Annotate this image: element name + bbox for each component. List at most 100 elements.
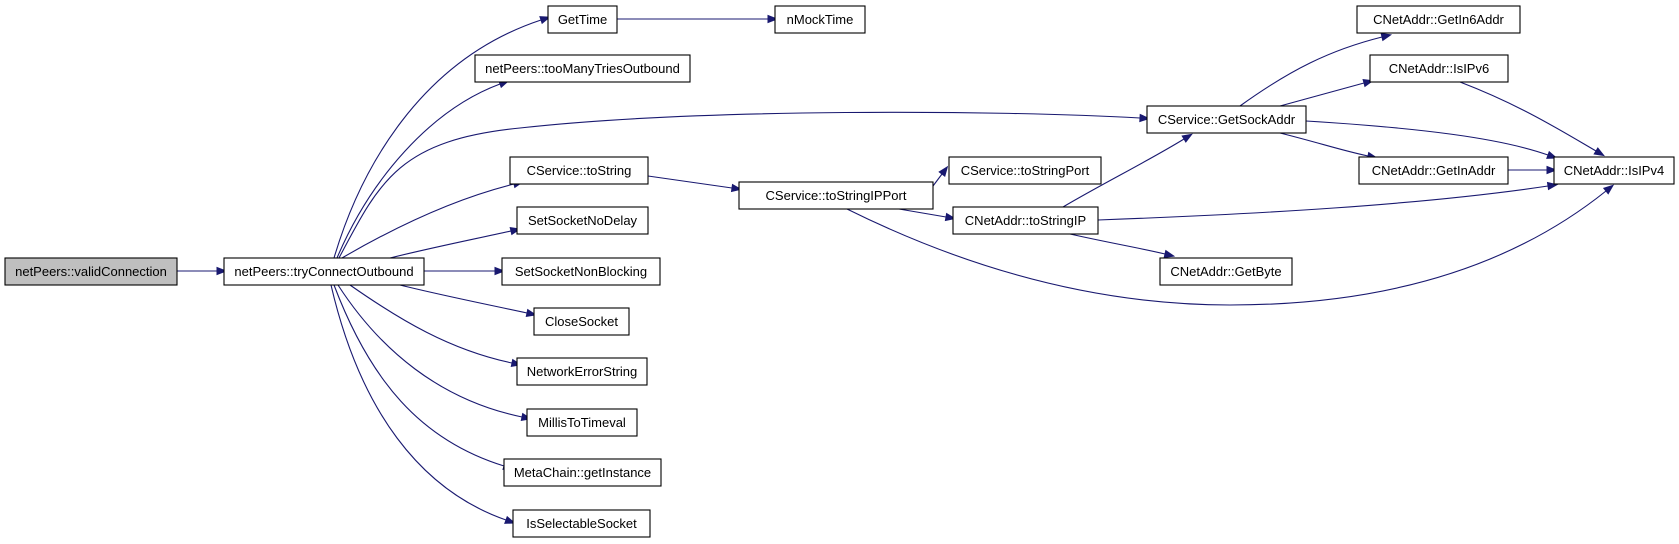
edge-line [330,284,507,521]
node-box [1358,156,1509,185]
edge-line [336,83,501,259]
edge-line [1097,185,1549,221]
node-cnetaddr-getbyte[interactable]: CNetAddr::GetByte [1159,257,1293,286]
edge-try_connect_outbound-to-cservice_tostring [341,180,525,259]
arrowhead [525,308,538,318]
node-cservice-tostringipport[interactable]: CService::toStringIPPort [738,181,934,210]
node-label: NetworkErrorString [527,364,638,379]
edge-cservice_getsockaddr-to-cnetaddr_isipv6 [1279,79,1375,107]
node-box [738,181,934,210]
edge-line [333,284,505,467]
node-cnetaddr-getin6addr[interactable]: CNetAddr::GetIn6Addr [1356,5,1521,34]
node-label: CNetAddr::IsIPv4 [1564,163,1664,178]
node-too-many-tries-outbound[interactable]: netPeers::tooManyTriesOutbound [474,54,691,83]
edge-line [846,190,1607,306]
edge-try_connect_outbound-to-get_time [333,16,551,259]
edge-line [1239,36,1383,107]
node-box [952,206,1099,235]
node-millis-to-timeval[interactable]: MillisToTimeval [526,408,638,437]
arrowhead [504,515,516,524]
arrowhead [539,16,551,25]
node-set-socket-no-delay[interactable]: SetSocketNoDelay [516,206,649,235]
node-try-connect-outbound[interactable]: netPeers::tryConnectOutbound [223,257,425,286]
edge-try_connect_outbound-to-millis_to_timeval [337,284,533,422]
edge-line [399,284,528,314]
node-label: CNetAddr::GetInAddr [1372,163,1496,178]
edge-line [337,284,523,418]
node-set-socket-non-blocking[interactable]: SetSocketNonBlocking [501,257,661,286]
edge-line [1305,120,1549,156]
edge-valid_connection-to-try_connect_outbound [177,266,228,276]
node-box [223,257,425,286]
node-close-socket[interactable]: CloseSocket [533,307,630,336]
node-label: SetSocketNonBlocking [515,264,647,279]
node-box [4,257,178,286]
edge-line [1062,138,1185,208]
edge-line [932,173,943,187]
edge-line [338,111,1141,259]
node-label: netPeers::validConnection [15,264,167,279]
edge-try_connect_outbound-to-metachain_getinstance [333,284,514,470]
node-label: CloseSocket [545,314,618,329]
edge-cservice_getsockaddr-to-cnetaddr_isipv4 [1305,120,1558,159]
node-box [474,54,691,83]
edge-cnetaddr_tostringip-to-cnetaddr_isipv4 [1097,181,1559,221]
edge-try_connect_outbound-to-set_socket_no_delay [389,226,522,259]
edge-try_connect_outbound-to-is_selectable_socket [330,284,516,524]
node-label: CNetAddr::GetIn6Addr [1373,12,1504,27]
node-is-selectable-socket[interactable]: IsSelectableSocket [512,509,651,538]
node-box [501,257,661,286]
node-label: CNetAddr::IsIPv6 [1389,61,1489,76]
node-cnetaddr-isipv4[interactable]: CNetAddr::IsIPv4 [1553,156,1675,185]
node-box [516,357,648,386]
node-cservice-getsockaddr[interactable]: CService::GetSockAddr [1146,105,1307,134]
node-label: CService::toStringPort [961,163,1090,178]
node-metachain-getinstance[interactable]: MetaChain::getInstance [503,458,662,487]
edge-cservice_getsockaddr-to-cnetaddr_getin6addr [1239,33,1393,107]
node-box [547,5,618,34]
edge-cservice_tostringipport-to-cservice_tostringport [932,165,949,187]
node-label: netPeers::tooManyTriesOutbound [485,61,680,76]
edge-cnetaddr_getinaddr-to-cnetaddr_isipv4 [1508,165,1558,175]
arrowhead [494,266,506,276]
node-get-time[interactable]: GetTime [547,5,618,34]
edge-try_connect_outbound-to-close_socket [399,284,538,318]
edge-line [898,208,947,218]
node-box [774,5,866,34]
node-n-mock-time[interactable]: nMockTime [774,5,866,34]
edge-cnetaddr_tostringip-to-cnetaddr_getbyte [1069,233,1176,258]
edge-cnetaddr_tostringip-to-cservice_getsockaddr [1062,133,1193,208]
arrowhead [938,165,949,177]
node-box [503,458,662,487]
arrowhead [1546,165,1558,175]
edge-cservice_tostringipport-to-cnetaddr_tostringip [898,208,957,222]
edge-line [1459,81,1597,152]
node-network-error-string[interactable]: NetworkErrorString [516,357,648,386]
edge-try_connect_outbound-to-network_error_string [349,284,523,368]
node-box [516,206,649,235]
node-box [512,509,651,538]
edge-try_connect_outbound-to-too_many_tries_outbound [336,80,510,259]
node-box [509,156,649,185]
node-label: SetSocketNoDelay [528,213,638,228]
nodes-layer: netPeers::validConnection netPeers::tryCo… [4,5,1675,538]
node-cnetaddr-tostringip[interactable]: CNetAddr::toStringIP [952,206,1099,235]
node-label: MillisToTimeval [538,415,626,430]
edge-line [1279,132,1369,157]
arrowhead [1139,113,1151,123]
node-cservice-tostring[interactable]: CService::toString [509,156,649,185]
node-box [1146,105,1307,134]
node-cnetaddr-isipv6[interactable]: CNetAddr::IsIPv6 [1369,54,1509,83]
edge-get_time-to-n_mock_time [617,14,779,24]
node-label: IsSelectableSocket [526,516,637,531]
arrowhead [1163,249,1176,258]
node-valid-connection[interactable]: netPeers::validConnection [4,257,178,286]
node-label: MetaChain::getInstance [514,465,651,480]
node-label: CService::toString [527,163,632,178]
node-label: CNetAddr::GetByte [1170,264,1281,279]
node-label: netPeers::tryConnectOutbound [234,264,413,279]
node-cnetaddr-getinaddr[interactable]: CNetAddr::GetInAddr [1358,156,1509,185]
node-label: CService::GetSockAddr [1158,112,1296,127]
node-box [533,307,630,336]
node-cservice-tostringport[interactable]: CService::toStringPort [948,156,1102,185]
